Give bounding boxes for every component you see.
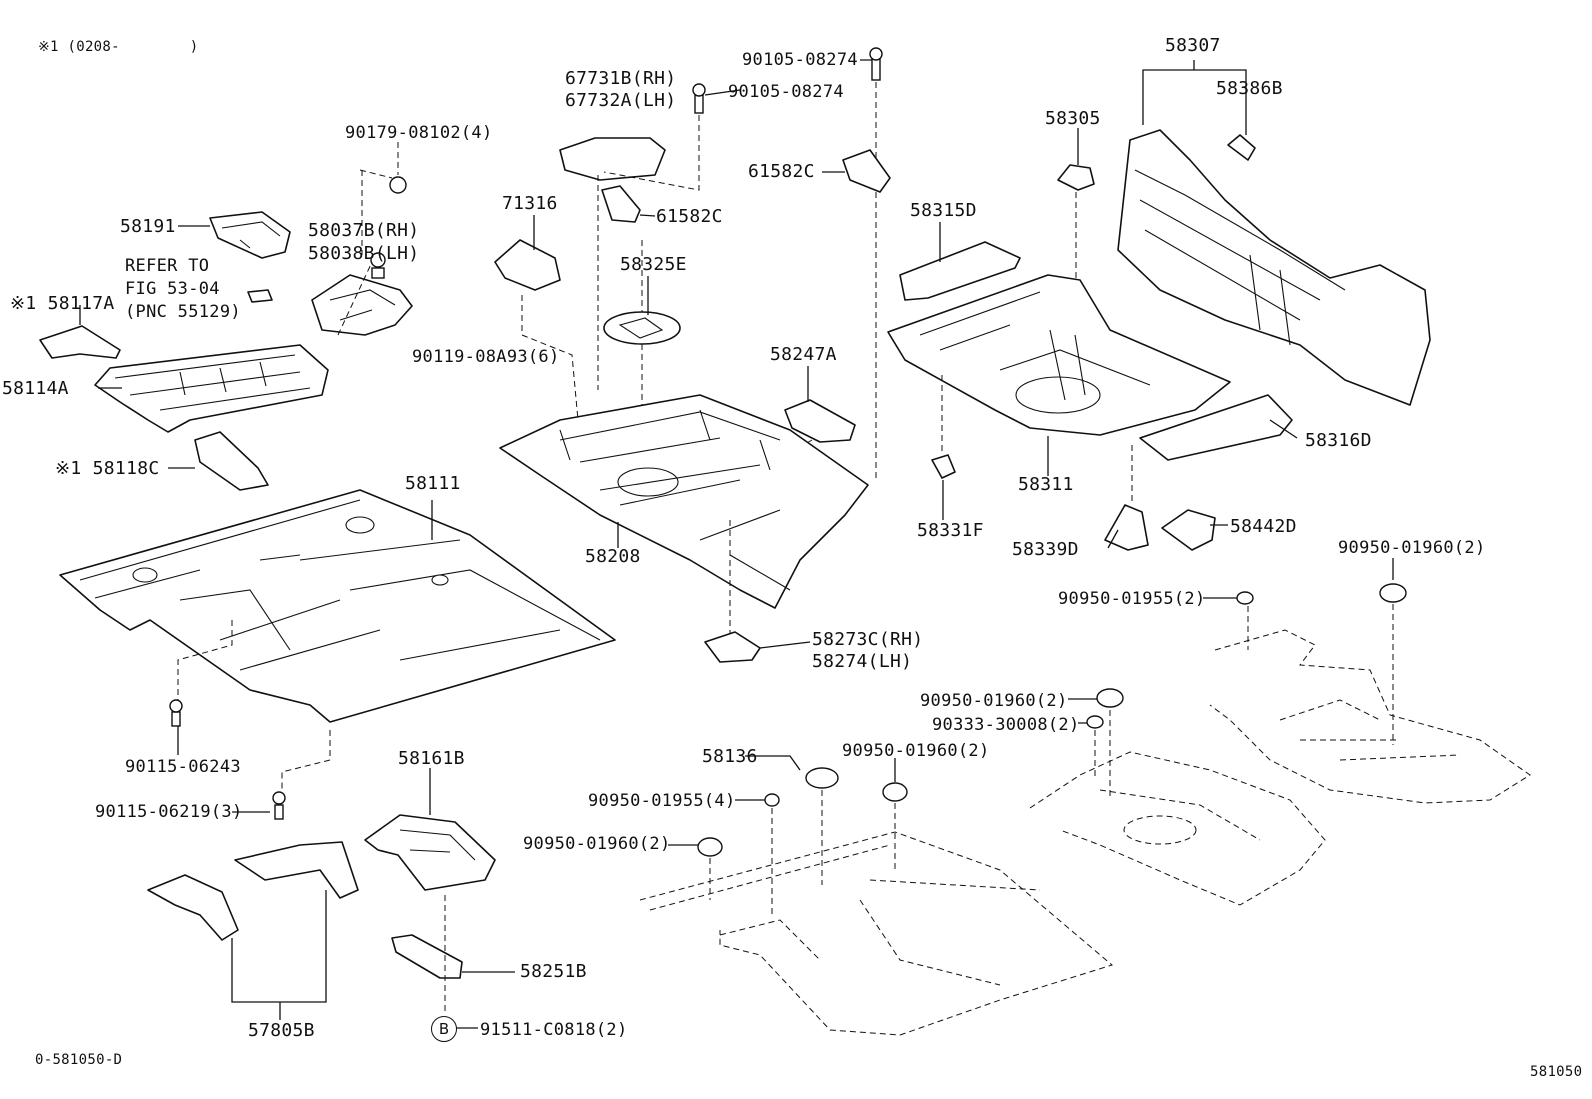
bolt-90115-06219-icon (272, 791, 286, 820)
callout-58315D: 58315D (910, 200, 977, 221)
grommet-90950-01960-c-icon (882, 782, 908, 802)
callout-61582C-a: 61582C (656, 206, 723, 227)
callout-90950-01955-b: 90950-01955(4) (588, 791, 736, 811)
callout-71316: 71316 (502, 193, 558, 214)
callout-90179: 90179-08102(4) (345, 123, 493, 143)
callout-58038B: 58038B(LH) (308, 243, 420, 264)
diagram-code-left: 0-581050-D (35, 1052, 123, 1068)
part-58111-icon (59, 489, 616, 723)
part-58331F-icon (931, 454, 956, 479)
grommet-90950-01960-a-icon (1379, 583, 1407, 603)
part-58191-icon (209, 211, 291, 303)
part-61582C-right-icon (842, 149, 891, 193)
callout-90950-01960-b: 90950-01960(2) (920, 691, 1068, 711)
header-note: ※1 (0208- ) (38, 39, 199, 55)
callout-58114A: 58114A (2, 378, 69, 399)
callout-58136: 58136 (702, 746, 758, 767)
callout-90333: 90333-30008(2) (932, 715, 1080, 735)
callout-58386B: 58386B (1216, 78, 1283, 99)
grommet-90950-01955-a-icon (1236, 591, 1254, 605)
plug-58136-icon (805, 767, 839, 789)
part-58251B-icon (391, 934, 463, 979)
callout-61582C-b: 61582C (748, 161, 815, 182)
callout-58191: 58191 (120, 216, 176, 237)
callout-58273C: 58273C(RH) (812, 629, 924, 650)
callout-57805B: 57805B (248, 1020, 315, 1041)
callout-67731B: 67731B(RH) (565, 68, 677, 89)
nut-90179-icon (389, 176, 407, 194)
callout-67732A: 67732A(LH) (565, 90, 677, 111)
refer-line-1: REFER TO (125, 256, 210, 276)
part-58273C-icon (704, 631, 761, 663)
part-58386B-icon (1227, 134, 1256, 161)
callout-90115-06219: 90115-06219(3) (95, 802, 243, 822)
ghost-panel-rear-center-icon (1029, 751, 1326, 906)
part-58117A-icon (39, 325, 121, 359)
callout-58118C: ※1 58118C (55, 458, 160, 479)
callout-58274: 58274(LH) (812, 651, 913, 672)
callout-90105-b: 90105-08274 (742, 50, 858, 70)
part-58325E-icon (603, 311, 681, 345)
callout-90950-01960-c: 90950-01960(2) (842, 741, 990, 761)
grommet-90333-icon (1086, 715, 1104, 729)
refer-line-2: FIG 53-04 (125, 279, 220, 299)
callout-58208: 58208 (585, 546, 641, 567)
fastener-b-symbol: B (431, 1016, 457, 1042)
callout-58331F: 58331F (917, 520, 984, 541)
part-58339D-icon (1104, 504, 1149, 551)
diagram-code-right: 581050 (1530, 1064, 1583, 1080)
part-61582C-icon (601, 185, 641, 223)
grommet-90950-01960-b-icon (1096, 688, 1124, 708)
callout-58339D: 58339D (1012, 539, 1079, 560)
callout-90950-01960-d: 90950-01960(2) (523, 834, 671, 854)
grommet-90950-01960-d-icon (697, 837, 723, 857)
part-58161B-icon (364, 814, 496, 891)
part-58037B-icon (311, 274, 413, 336)
callout-58442D: 58442D (1230, 516, 1297, 537)
callout-58111: 58111 (405, 473, 461, 494)
callout-58311: 58311 (1018, 474, 1074, 495)
callout-90105-a: 90105-08274 (728, 82, 844, 102)
callout-58037B: 58037B(RH) (308, 220, 420, 241)
part-58114A-icon (94, 344, 329, 433)
ghost-panel-front-floor-icon (639, 831, 1114, 1036)
callout-90115-06243: 90115-06243 (125, 757, 241, 777)
callout-90950-01960-a: 90950-01960(2) (1338, 538, 1486, 558)
grommet-90950-01955-b-icon (764, 793, 780, 807)
bolt-90115-06243-icon (169, 699, 183, 727)
callout-90119: 90119-08A93(6) (412, 347, 560, 367)
callout-58161B: 58161B (398, 748, 465, 769)
part-71316-icon (494, 239, 561, 291)
callout-58117A: ※1 58117A (10, 293, 115, 314)
refer-line-3: (PNC 55129) (125, 302, 241, 322)
callout-58247A: 58247A (770, 344, 837, 365)
callout-91511: 91511-C0818(2) (480, 1020, 628, 1040)
callout-58251B: 58251B (520, 961, 587, 982)
callout-58305: 58305 (1045, 108, 1101, 129)
part-58305-icon (1057, 164, 1095, 191)
part-58118C-icon (194, 431, 269, 491)
ghost-panel-rear-right-icon (1209, 629, 1531, 804)
callout-58307: 58307 (1165, 35, 1221, 56)
callout-58325E: 58325E (620, 254, 687, 275)
callout-58316D: 58316D (1305, 430, 1372, 451)
part-58442D-icon (1161, 509, 1216, 551)
callout-90950-01955-a: 90950-01955(2) (1058, 589, 1206, 609)
